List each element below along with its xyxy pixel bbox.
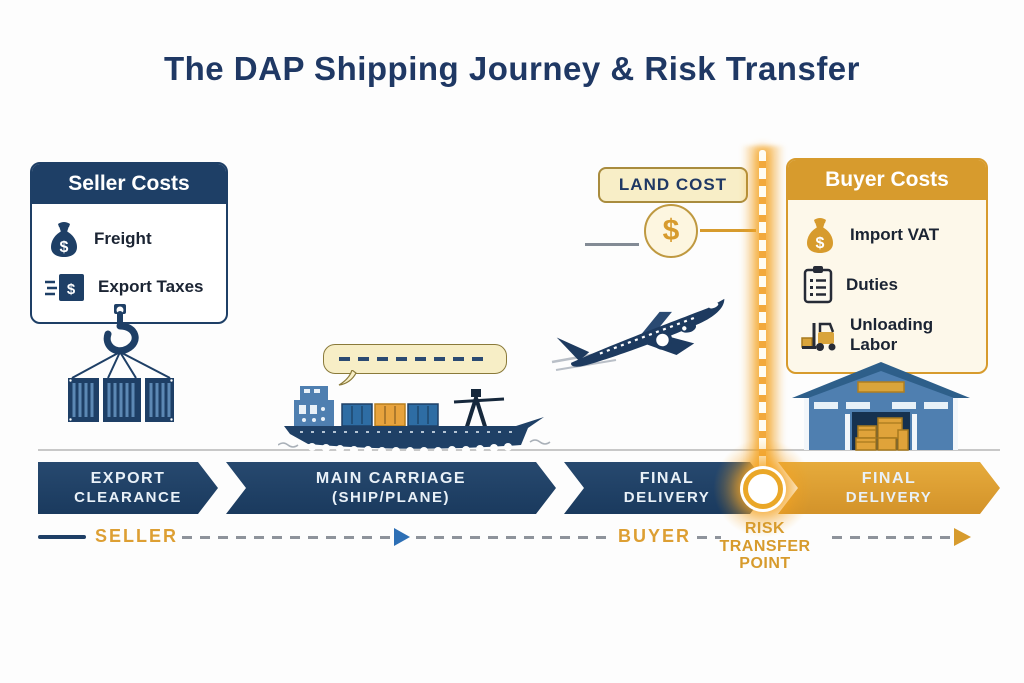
land-cost-badge: LAND COST — [598, 167, 748, 203]
svg-text:$: $ — [67, 281, 76, 298]
timeline-segment-main-carriage: MAIN CARRIAGE (SHIP/PLANE) — [226, 462, 556, 514]
dashed-line — [182, 536, 390, 539]
dashed-line — [416, 536, 606, 539]
buyer-costs-title: Buyer Costs — [788, 160, 986, 200]
dollar-circle-icon: $ — [644, 204, 698, 258]
risk-line: POINT — [739, 555, 791, 573]
segment-label: MAIN CARRIAGE — [315, 470, 467, 488]
segment-label: CLEARANCE — [74, 488, 182, 506]
land-cost-connector-line — [700, 229, 756, 232]
risk-transfer-point-marker — [743, 469, 783, 509]
ground-line — [38, 449, 1000, 451]
end-arrowhead-icon — [954, 528, 971, 546]
speech-bubble — [323, 344, 507, 374]
seller-cost-item-export-taxes: $ Export Taxes — [44, 264, 216, 310]
warehouse-icon — [792, 360, 970, 452]
segment-label: FINAL — [861, 470, 917, 488]
dashed-line — [697, 536, 721, 539]
seller-cost-label: Export Taxes — [98, 277, 204, 296]
buyer-cost-item-duties: Duties — [800, 260, 976, 310]
buyer-cost-item-import-vat: $ Import VAT — [800, 210, 976, 260]
buyer-costs-card: Buyer Costs $ Import VAT — [786, 158, 988, 374]
timeline-segment-export-clearance: EXPORT CLEARANCE — [38, 462, 218, 514]
seller-label: SELLER — [95, 526, 179, 546]
seller-costs-card: Seller Costs $ Freight — [30, 162, 228, 324]
forklift-icon — [800, 317, 840, 353]
speech-bubble-redacted-text — [339, 357, 491, 361]
segment-label: DELIVERY — [623, 488, 711, 506]
cargo-ship-icon — [278, 376, 558, 454]
buyer-cost-label: Import VAT — [850, 225, 940, 244]
seller-costs-title: Seller Costs — [32, 164, 226, 204]
risk-line: RISK — [744, 520, 786, 537]
segment-label: EXPORT — [90, 470, 166, 488]
mid-arrowhead-icon — [394, 528, 410, 546]
buyer-cost-item-unloading: Unloading Labor — [800, 310, 976, 360]
seller-solid-line — [38, 535, 86, 539]
svg-text:$: $ — [60, 239, 69, 256]
clipboard-icon — [800, 265, 836, 305]
money-bag-icon: $ — [800, 215, 840, 255]
receipt-speed-icon: $ — [44, 269, 88, 305]
seller-cost-item-freight: $ Freight — [44, 214, 216, 264]
dashed-line — [832, 536, 952, 539]
buyer-cost-label: Unloading Labor — [850, 315, 934, 354]
svg-text:$: $ — [816, 235, 825, 252]
speech-bubble-tail — [338, 370, 358, 386]
risk-line: TRANSFER — [719, 537, 811, 555]
buyer-cost-label: Duties — [846, 275, 898, 294]
segment-label: FINAL — [639, 470, 695, 488]
segment-label: (SHIP/PLANE) — [331, 488, 450, 506]
buyer-label: BUYER — [618, 526, 692, 546]
crane-containers-icon — [58, 298, 198, 428]
seller-cost-label: Freight — [94, 229, 152, 248]
page-title: The DAP Shipping Journey & Risk Transfer — [163, 50, 861, 87]
airplane-icon — [550, 292, 740, 372]
segment-label: DELIVERY — [845, 488, 933, 506]
money-bag-icon: $ — [44, 219, 84, 259]
risk-transfer-dashed-line — [759, 150, 766, 488]
timeline-segment-final-delivery-buyer: FINAL DELIVERY — [778, 462, 1000, 514]
risk-transfer-point-label: RISK TRANSFER POINT — [713, 520, 817, 573]
land-cost-left-line — [585, 243, 639, 246]
